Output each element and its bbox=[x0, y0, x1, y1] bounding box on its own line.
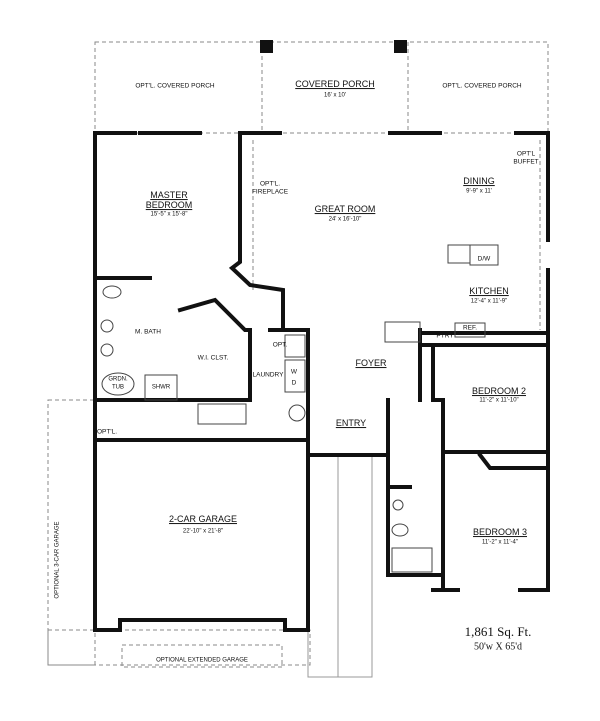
posts bbox=[260, 40, 407, 53]
walk-in-closet-label: W.I. CLST. bbox=[197, 354, 229, 362]
bedroom-3-label: BEDROOM 3 bbox=[472, 527, 528, 538]
fixtures bbox=[100, 244, 499, 573]
dining-label: DINING bbox=[463, 176, 495, 187]
overall-dimensions: 50'w X 65'd bbox=[473, 641, 523, 653]
dryer-label: D bbox=[291, 379, 297, 387]
covered-porch-label: COVERED PORCH bbox=[295, 79, 375, 90]
laundry-label: LAUNDRY bbox=[252, 371, 284, 379]
refrigerator-label: REF. bbox=[462, 324, 478, 332]
master-bedroom-dimensions: 15'-5" x 15'-8" bbox=[150, 211, 188, 218]
entry-label: ENTRY bbox=[335, 418, 367, 429]
tub-label-1: GRDN. bbox=[108, 376, 128, 383]
buffet-label-2: BUFFET bbox=[513, 158, 539, 166]
covered-porch-dimensions: 16' x 10' bbox=[324, 92, 346, 99]
tub-label-2: TUB bbox=[112, 384, 124, 391]
square-footage: 1,861 Sq. Ft. bbox=[464, 623, 532, 639]
optional-covered-porch-left-label: OPT'L. COVERED PORCH bbox=[135, 82, 215, 90]
washer-label: W bbox=[290, 368, 298, 376]
pantry-label: PTRY bbox=[436, 332, 454, 340]
optional-outlines bbox=[47, 41, 549, 668]
kitchen-dimensions: 12'-4" x 11'-9" bbox=[470, 298, 508, 305]
kitchen-label: KITCHEN bbox=[469, 286, 509, 297]
great-room-dimensions: 24' x 16'-10" bbox=[328, 216, 362, 223]
bedroom-3-dimensions: 11'-2" x 11'-4" bbox=[481, 539, 519, 546]
dishwasher-label: D/W bbox=[477, 255, 491, 263]
fireplace-label-1: OPT'L. bbox=[259, 180, 281, 188]
dining-dimensions: 9'-9" x 11' bbox=[466, 188, 492, 195]
walkway bbox=[307, 454, 373, 678]
optional-3-car-garage-label: OPTIONAL 3-CAR GARAGE bbox=[54, 521, 61, 599]
optional-covered-porch-right-label: OPT'L. COVERED PORCH bbox=[442, 82, 522, 90]
master-bedroom-label-2: BEDROOM bbox=[145, 200, 193, 211]
optional-door-label: OPT'L. bbox=[96, 428, 118, 436]
optional-label: OPT. bbox=[272, 341, 288, 349]
great-room-label: GREAT ROOM bbox=[314, 204, 376, 215]
foyer-label: FOYER bbox=[355, 358, 387, 369]
optional-extended-garage-label: OPTIONAL EXTENDED GARAGE bbox=[156, 657, 248, 664]
master-bath-label: M. BATH bbox=[135, 328, 161, 336]
garage-label: 2-CAR GARAGE bbox=[168, 514, 238, 525]
bedroom-2-dimensions: 11'-2" x 11'-10" bbox=[479, 397, 519, 404]
fireplace-label-2: FIREPLACE bbox=[251, 188, 289, 196]
bedroom-2-label: BEDROOM 2 bbox=[471, 386, 527, 397]
walls bbox=[93, 131, 550, 632]
buffet-label-1: OPT'L bbox=[516, 150, 536, 158]
master-bedroom-label-1: MASTER bbox=[150, 190, 188, 201]
garage-dimensions: 22'-10" x 21'-8" bbox=[182, 528, 224, 535]
shower-label: SHWR bbox=[151, 384, 171, 391]
